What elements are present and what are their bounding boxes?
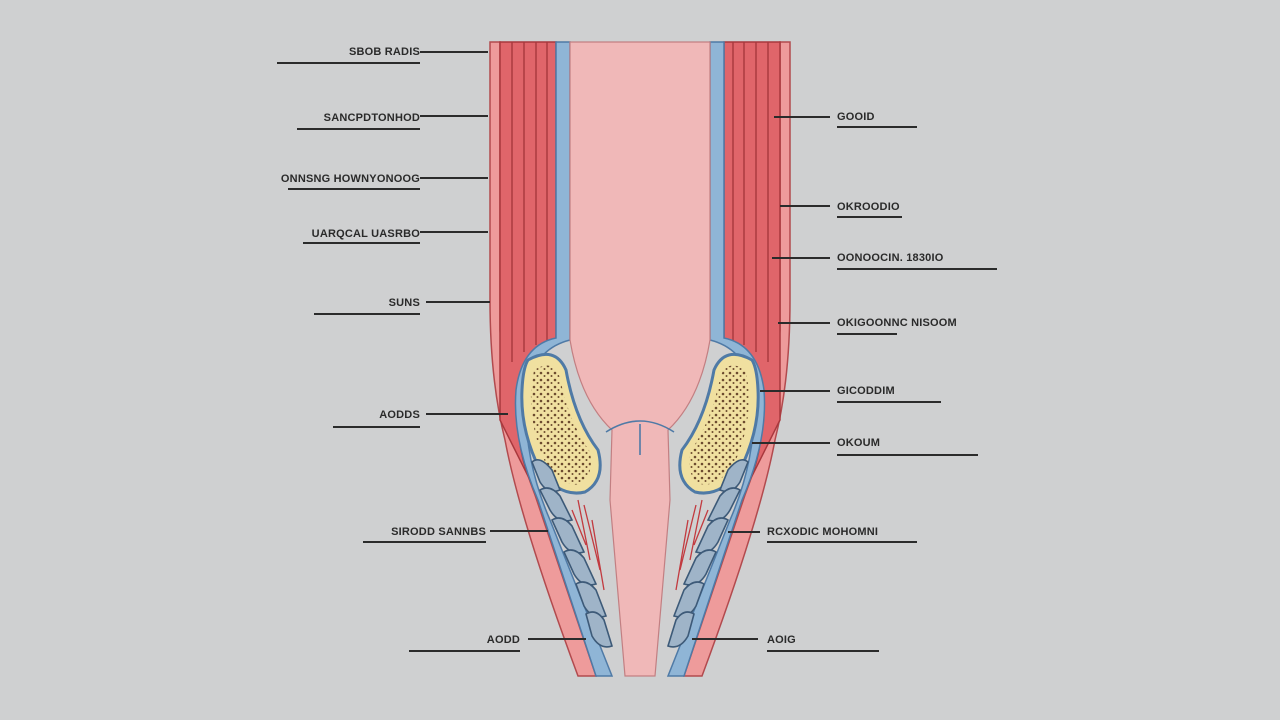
label-text: SBOB RADIS — [348, 46, 420, 58]
label-text: RCXODIC MOHOMNI — [767, 526, 879, 538]
leader-line — [692, 638, 758, 640]
label-underline — [837, 216, 902, 218]
leader-line — [528, 638, 586, 640]
label-underline — [837, 401, 941, 403]
label-text: AODD — [486, 634, 520, 646]
label-underline — [333, 426, 420, 428]
label-text: OONOOCIN. 1830IO — [837, 252, 944, 264]
right-bone-marrow — [689, 365, 750, 485]
leader-line — [772, 257, 830, 259]
label-text: AOIG — [767, 634, 796, 646]
leader-line — [420, 51, 488, 53]
label-underline — [767, 541, 917, 543]
label-underline — [363, 541, 486, 543]
right-cartilage-rings — [667, 459, 749, 648]
label-underline — [288, 188, 420, 190]
label-text: ONNSNG HOWNYONOOG — [280, 173, 420, 185]
label-underline — [837, 333, 897, 335]
leader-line — [752, 442, 830, 444]
leader-line — [420, 177, 488, 179]
label-underline — [277, 62, 420, 64]
leader-line — [778, 322, 830, 324]
label-text: UARQCAL UASRBO — [311, 228, 420, 240]
leader-line — [774, 116, 830, 118]
label-text: OKROODIO — [837, 201, 900, 213]
label-text: GICODDIM — [837, 385, 895, 397]
label-text: GOOID — [837, 111, 875, 123]
label-text: OKIGOONNC NISOOM — [837, 317, 957, 329]
label-underline — [837, 126, 917, 128]
label-underline — [837, 268, 997, 270]
label-text: AODDS — [379, 409, 420, 421]
lumen-fold — [605, 420, 675, 455]
leader-line — [420, 115, 488, 117]
central-lumen — [569, 41, 711, 677]
label-text: SUNS — [388, 297, 420, 309]
label-text: SANCPDTONHOD — [323, 112, 420, 124]
leader-line — [760, 390, 830, 392]
label-text: SIRODD SANNBS — [391, 526, 486, 538]
label-underline — [409, 650, 520, 652]
leader-line — [780, 205, 830, 207]
leader-line — [426, 413, 508, 415]
leader-line — [426, 301, 490, 303]
label-underline — [767, 650, 879, 652]
leader-line — [420, 231, 488, 233]
left-cartilage-rings — [531, 459, 613, 648]
leader-line — [728, 531, 760, 533]
label-underline — [314, 313, 420, 315]
label-underline — [303, 242, 420, 244]
label-text: OKOUM — [837, 437, 881, 449]
left-bone-marrow — [530, 365, 591, 485]
leader-line — [490, 530, 548, 532]
label-underline — [297, 128, 420, 130]
label-underline — [837, 454, 978, 456]
